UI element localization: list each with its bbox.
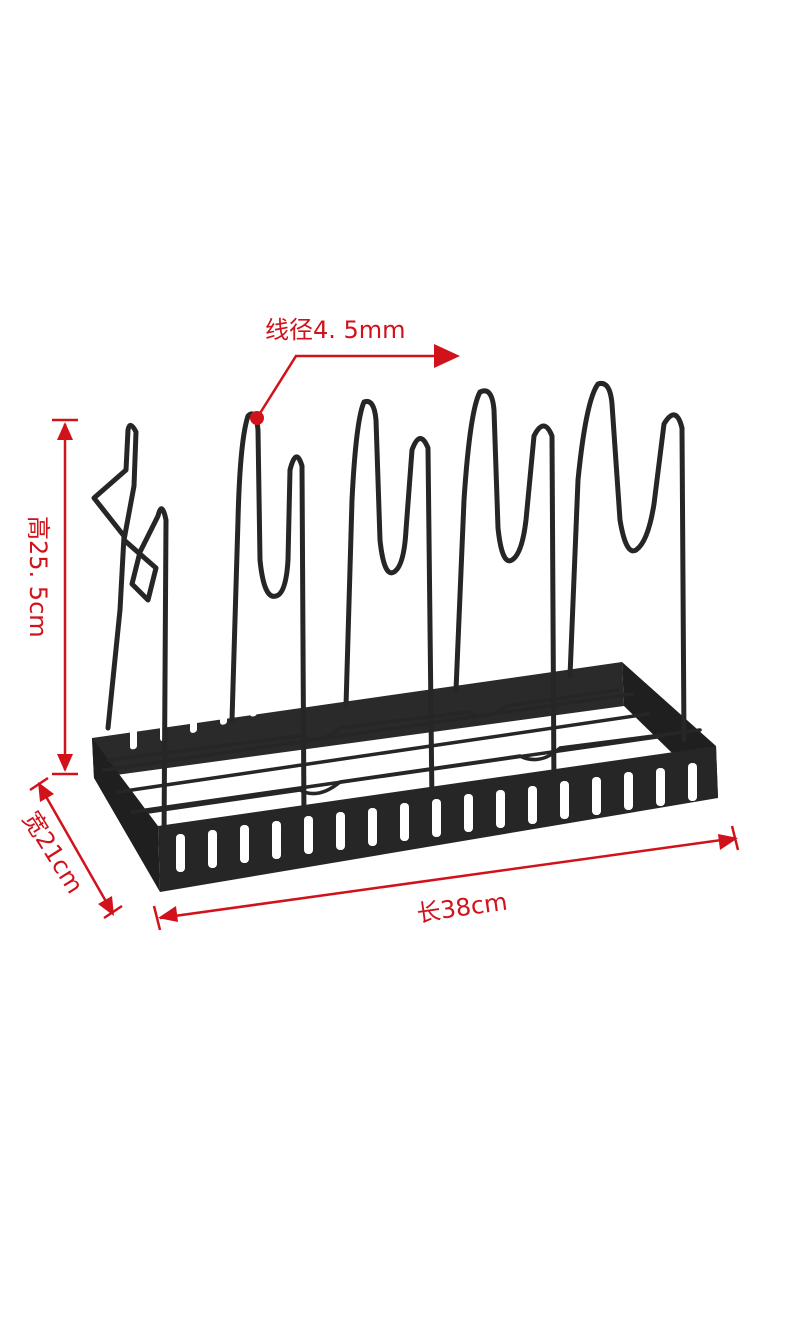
divider-4: [453, 388, 557, 793]
divider-3: [343, 398, 435, 807]
divider-1: [91, 423, 169, 843]
wire-diameter-label: 线径4. 5mm: [265, 316, 406, 344]
wire-dividers: [91, 380, 687, 843]
height-label: 高25. 5cm: [24, 516, 52, 638]
callout-leader-line: [255, 354, 440, 419]
front-rail-slots: [176, 763, 697, 872]
divider-5: [567, 380, 687, 743]
dish-rack: [91, 380, 718, 892]
divider-2: [229, 411, 307, 823]
base-wires: [102, 688, 702, 814]
back-rail-slots: [130, 601, 587, 750]
callout-arrowhead: [434, 344, 460, 368]
wire-diameter-callout: 线径4. 5mm: [250, 316, 460, 425]
height-dimension: 高25. 5cm: [24, 418, 78, 776]
left-end-plate: [92, 738, 160, 892]
back-rail: [92, 662, 624, 778]
length-label: 长38cm: [415, 888, 509, 928]
